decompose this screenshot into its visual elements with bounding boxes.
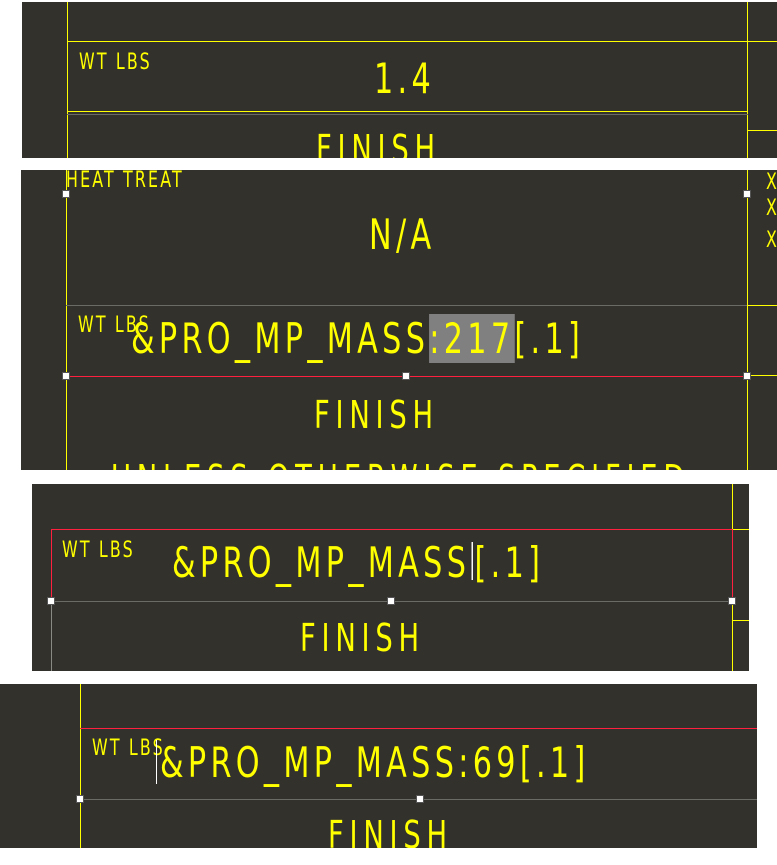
wt-lbs-label: WT LBS xyxy=(62,538,135,563)
resize-handle[interactable] xyxy=(743,372,751,380)
table-border xyxy=(747,130,777,131)
table-border xyxy=(80,684,81,848)
resize-handle[interactable] xyxy=(402,372,410,380)
text-cursor xyxy=(156,740,157,784)
resize-handle[interactable] xyxy=(62,372,70,380)
table-border xyxy=(747,2,748,158)
mass-parameter-input[interactable]: &PRO_MP_MASS[.1] xyxy=(172,542,544,584)
mass-parameter-text[interactable]: &PRO_MP_MASS:69[.1] xyxy=(160,738,590,787)
table-border xyxy=(67,111,748,112)
wt-lbs-label: WT LBS xyxy=(92,736,165,761)
cell-divider xyxy=(66,305,747,306)
table-border xyxy=(747,170,748,470)
screenshot-panel-2: HEAT TREAT N/A X X X WT LBS &PRO_MP_MASS… xyxy=(21,170,777,470)
selection-box xyxy=(51,529,52,601)
table-border xyxy=(67,41,777,42)
screenshot-panel-1: WT LBS 1.4 FINISH xyxy=(22,2,777,158)
edge-char: X xyxy=(766,172,777,194)
general-note: UNLESS OTHERWISE SPECIFIED xyxy=(111,460,690,470)
resize-handle[interactable] xyxy=(728,597,736,605)
wt-lbs-label: WT LBS xyxy=(79,50,152,75)
selection-box xyxy=(80,728,757,729)
finish-label: FINISH xyxy=(328,813,453,848)
heat-treat-value: N/A xyxy=(369,210,436,259)
text-cursor xyxy=(471,542,474,580)
table-border xyxy=(67,2,68,158)
mass-parameter-text[interactable]: &PRO_MP_MASS:217[.1] xyxy=(131,314,584,363)
finish-label: FINISH xyxy=(316,127,441,158)
finish-label: FINISH xyxy=(314,393,439,437)
param-suffix: [.1] xyxy=(514,314,585,363)
param-suffix: [.1] xyxy=(474,538,545,587)
selection-box xyxy=(732,529,733,601)
table-border xyxy=(747,305,777,306)
table-border xyxy=(66,170,67,470)
selection-box xyxy=(51,529,732,530)
screenshot-panel-3: WT LBS &PRO_MP_MASS[.1] FINISH xyxy=(32,484,749,671)
param-prefix: &PRO_MP_MASS xyxy=(131,314,430,363)
resize-handle[interactable] xyxy=(76,795,84,803)
cell-divider xyxy=(67,114,748,115)
edge-char: X xyxy=(766,230,777,252)
selected-text[interactable]: :217 xyxy=(429,314,515,363)
param-prefix: &PRO_MP_MASS xyxy=(172,538,471,587)
finish-label: FINISH xyxy=(300,616,425,660)
table-border xyxy=(732,620,749,621)
wt-lbs-label: WT LBS xyxy=(78,313,151,338)
edge-char: X xyxy=(766,198,777,220)
resize-handle[interactable] xyxy=(387,597,395,605)
resize-handle[interactable] xyxy=(416,795,424,803)
table-border xyxy=(747,375,777,376)
screenshot-panel-4: WT LBS &PRO_MP_MASS:69[.1] FINISH xyxy=(0,684,757,848)
weight-value[interactable]: 1.4 xyxy=(374,54,436,103)
resize-handle[interactable] xyxy=(47,597,55,605)
table-border xyxy=(732,529,749,530)
resize-handle[interactable] xyxy=(743,190,751,198)
resize-handle[interactable] xyxy=(62,190,70,198)
heat-treat-label: HEAT TREAT xyxy=(66,170,184,193)
